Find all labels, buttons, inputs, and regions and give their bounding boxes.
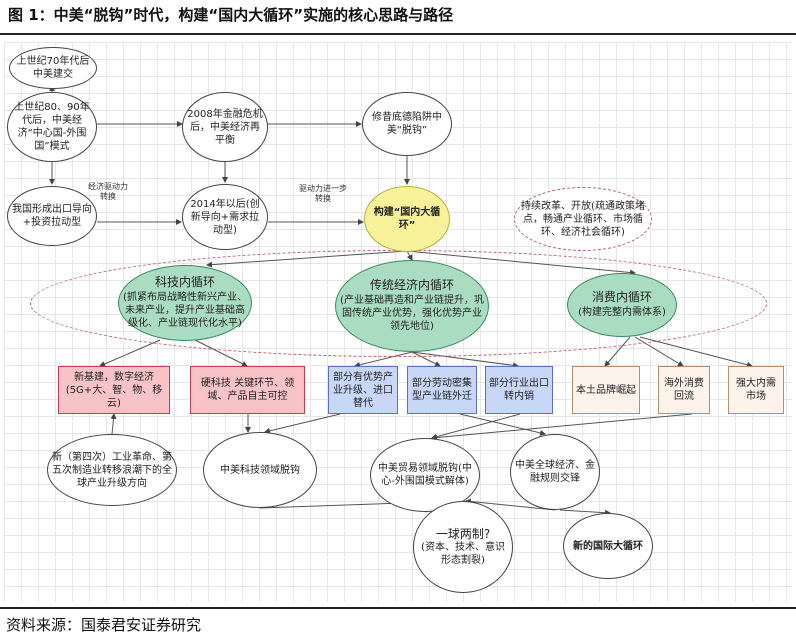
top-rule [0, 33, 796, 35]
node-tech-decoupling: 中美科技领域脱钩 [203, 432, 317, 508]
box-local-brands: 本土品牌崛起 [572, 366, 640, 414]
node-1970s-ties: 上世纪70年代后中美建交 [9, 47, 97, 89]
two-systems-desc: (资本、技术、意识形态割裂) [421, 541, 505, 566]
box-new-infrastructure: 新基建，数字经济(5G+大、智、物、移云) [58, 366, 170, 414]
traditional-circulation-desc: (产业基础再造和产业链提升，巩固传统产业优势，强化优势产业领先地位) [340, 295, 484, 332]
figure-title: 图 1：中美“脱钩”时代，构建“国内大循环”实施的核心思路与路径 [8, 6, 454, 24]
node-new-international-circulation: 新的国际大循环 [563, 513, 653, 579]
source-note: 资料来源：国泰君安证券研究 [6, 616, 202, 634]
box-import-substitution: 部分有优势产业升级、进口替代 [328, 366, 398, 414]
node-decoupling: 修昔底德陷阱中美“脱钩” [362, 92, 452, 156]
box-hard-tech: 硬科技 关键环节、领域、产品自主可控 [190, 366, 305, 414]
traditional-circulation-title: 传统经济内循环 [369, 278, 454, 292]
consumption-circulation-desc: (构建完整内需体系) [578, 307, 666, 318]
tech-circulation-title: 科技内循环 [154, 275, 215, 289]
consumption-circulation-title: 消费内循环 [591, 290, 652, 304]
node-trade-decoupling: 中美贸易领域脱钩(中心-外围国模式解体) [370, 438, 480, 512]
two-systems-title: 一球两制? [435, 526, 491, 541]
node-tech-circulation: 科技内循环 (抓紧布局战略性新兴产业、未来产业，提升产业基础高级化、产业链现代化水… [118, 265, 252, 341]
node-2008-crisis: 2008年金融危机后，中美经济再平衡 [182, 92, 268, 162]
box-labor-relocation: 部分劳动密集型产业链外迁 [407, 366, 477, 414]
node-consumption-circulation: 消费内循环 (构建完整内需体系) [567, 273, 677, 337]
node-industrial-revolution: 新（第四次）工业革命、第五次制造业转移浪潮下的全球产业升级方向 [47, 434, 177, 506]
box-consumption-return: 海外消费回流 [658, 366, 710, 414]
bottom-rule [0, 607, 796, 609]
node-traditional-circulation: 传统经济内循环 (产业基础再造和产业链提升，巩固传统产业优势，强化优势产业领先地位… [335, 260, 489, 352]
node-core-periphery: 上世纪80、90年代后，中美经济“中心国-外围国”模式 [7, 92, 97, 162]
box-export-to-domestic: 部分行业出口转内销 [485, 366, 553, 414]
node-rules-clash: 中美全球经济、金融规则交锋 [510, 434, 600, 510]
box-domestic-market: 强大内需市场 [728, 366, 784, 414]
node-2014: 2014年以后(创新导向+需求拉动型) [182, 184, 268, 250]
node-domestic-circulation: 构建“国内大循环” [364, 186, 450, 252]
node-export-investment: 我国形成出口导向+投资拉动型 [7, 186, 97, 246]
label-driver-further-shift: 驱动力进一步转换 [299, 184, 347, 203]
label-driver-shift: 经济驱动力转换 [88, 182, 128, 201]
reform-opening-bubble: 持续改革、开放(疏通政策堵点，畅通产业循环、市场循环、经济社会循环) [514, 187, 652, 251]
tech-circulation-desc: (抓紧布局战略性新兴产业、未来产业，提升产业基础高级化、产业链现代化水平) [123, 292, 247, 329]
node-one-world-two-systems: 一球两制?(资本、技术、意识形态割裂) [413, 501, 513, 593]
